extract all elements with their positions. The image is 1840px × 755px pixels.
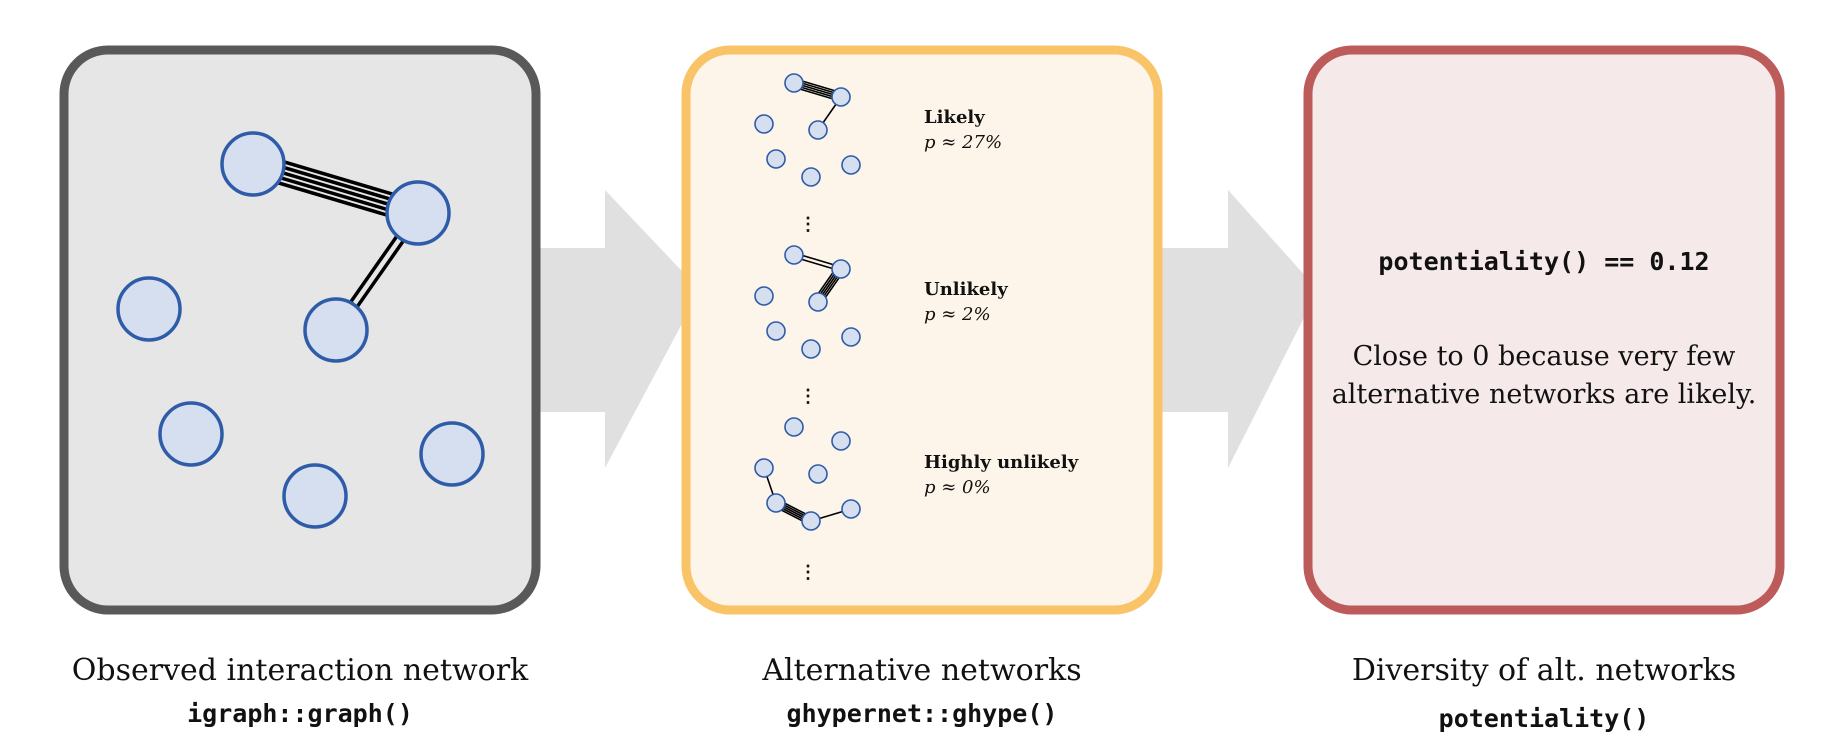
observed-node (303, 297, 369, 363)
sample-node (841, 499, 861, 519)
sample-network-likely (754, 73, 861, 187)
sample-node (766, 149, 786, 169)
sample-node (766, 493, 786, 513)
sample-node (784, 417, 804, 437)
observed-network-panel (59, 45, 541, 615)
sample-node (841, 155, 861, 175)
potentiality-result: potentiality() == 0.12 (1378, 247, 1709, 276)
sample-highly-unlikely-probability: p ≈ 0% (924, 477, 991, 498)
sample-node (808, 292, 828, 312)
sample-network-unlikely (754, 245, 861, 359)
alternative-networks-panel: Likely p ≈ 27% ⋮ Unlikely p ≈ 2% ⋮ (681, 45, 1163, 615)
explanation-line-1: Close to 0 because very few (1353, 341, 1736, 372)
sample-likely-probability: p ≈ 27% (924, 132, 1002, 153)
observed-node (419, 421, 485, 487)
sample-node (808, 120, 828, 140)
sample-node (808, 464, 828, 484)
sample-node (831, 259, 851, 279)
alternatives-caption: Alternative networks (761, 653, 1081, 688)
sample-node (754, 458, 774, 478)
flow-arrow-2 (1160, 190, 1318, 468)
sample-node (754, 286, 774, 306)
alternatives-panel-box (681, 45, 1163, 615)
ellipsis-2: ⋮ (799, 386, 817, 407)
explanation-line-2: alternative networks are likely. (1332, 379, 1757, 410)
observed-caption: Observed interaction network (72, 653, 529, 688)
diversity-caption: Diversity of alt. networks (1352, 653, 1736, 688)
sample-node (841, 327, 861, 347)
sample-node (766, 321, 786, 341)
observed-node (385, 180, 451, 246)
sample-network-highly-unlikely (754, 417, 861, 531)
sample-node (784, 245, 804, 265)
sample-node (831, 87, 851, 107)
sample-node (801, 339, 821, 359)
sample-node (784, 73, 804, 93)
observed-node (158, 401, 224, 467)
sample-unlikely-probability: p ≈ 2% (924, 304, 991, 325)
diversity-panel-box (1303, 45, 1785, 615)
observed-node (220, 131, 286, 197)
alternatives-code: ghypernet::ghype() (787, 699, 1058, 728)
sample-highly-unlikely-title: Highly unlikely (924, 452, 1079, 473)
flow-arrow-1 (540, 190, 700, 468)
diversity-code: potentiality() (1439, 704, 1650, 733)
sample-node (801, 167, 821, 187)
diversity-panel: potentiality() == 0.12 Close to 0 becaus… (1303, 45, 1785, 615)
sample-likely-title: Likely (924, 107, 985, 128)
sample-unlikely-title: Unlikely (924, 279, 1008, 300)
observed-node (282, 463, 348, 529)
sample-node (754, 114, 774, 134)
observed-node (116, 276, 182, 342)
sample-node (831, 431, 851, 451)
sample-node (801, 511, 821, 531)
ellipsis-3: ⋮ (799, 562, 817, 583)
ellipsis-1: ⋮ (799, 214, 817, 235)
observed-code: igraph::graph() (187, 699, 413, 728)
